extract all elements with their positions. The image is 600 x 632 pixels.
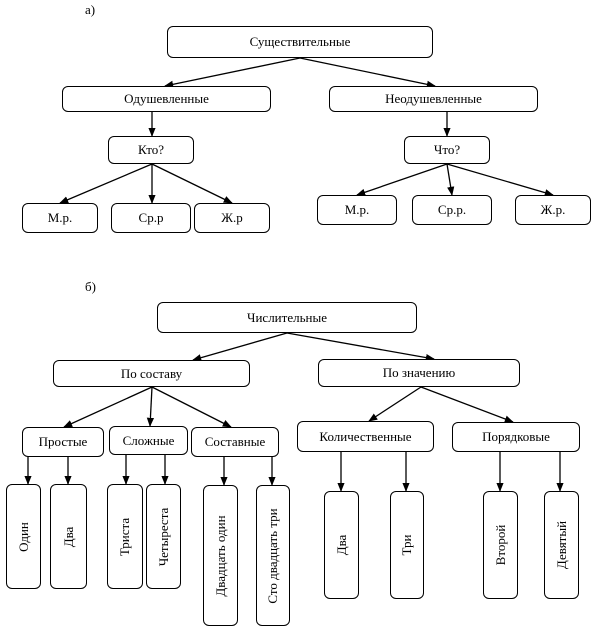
- node-animate-feminine: Ж.р: [194, 203, 270, 233]
- node-question-what: Что?: [404, 136, 490, 164]
- example-text: Двадцать один: [212, 514, 228, 597]
- example-text: Один: [15, 521, 31, 552]
- node-complex: Сложные: [109, 426, 188, 455]
- node-nouns: Существительные: [167, 26, 433, 58]
- example-dva: Два: [50, 484, 87, 589]
- node-numerals: Числительные: [157, 302, 417, 333]
- example-vtoroy: Второй: [483, 491, 518, 599]
- example-dvadtsat-odin: Двадцать один: [203, 485, 238, 626]
- node-animate-masculine: М.р.: [22, 203, 98, 233]
- node-by-meaning: По значению: [318, 359, 520, 387]
- example-text: Девятый: [553, 520, 569, 570]
- diagram-a-label: а): [85, 2, 96, 17]
- example-text: Триста: [117, 517, 132, 556]
- diagram-b-label: б): [85, 279, 96, 294]
- node-by-composition: По составу: [53, 360, 250, 387]
- example-sto-dvadtsat-tri: Сто двадцать три: [256, 485, 290, 626]
- node-simple: Простые: [22, 427, 104, 457]
- example-text: Сто двадцать три: [265, 507, 280, 604]
- example-odin: Один: [6, 484, 41, 589]
- example-tri: Три: [390, 491, 424, 599]
- node-inanimate-masculine: М.р.: [317, 195, 397, 225]
- node-compound: Составные: [191, 427, 279, 457]
- node-question-who: Кто?: [108, 136, 194, 164]
- node-animate: Одушевленные: [62, 86, 271, 112]
- example-text: Два: [60, 526, 76, 547]
- example-devyaty: Девятый: [544, 491, 579, 599]
- node-cardinal: Количественные: [297, 421, 434, 452]
- example-trista: Триста: [107, 484, 143, 589]
- node-inanimate-feminine: Ж.р.: [515, 195, 591, 225]
- node-inanimate: Неодушевленные: [329, 86, 538, 112]
- example-text: Два: [333, 534, 349, 556]
- example-text: Три: [399, 534, 414, 556]
- example-chetyresta: Четыреста: [146, 484, 181, 589]
- example-text: Четыреста: [155, 507, 171, 566]
- example-dva-cardinal: Два: [324, 491, 359, 599]
- example-text: Второй: [492, 524, 508, 566]
- node-animate-neuter: Ср.р: [111, 203, 191, 233]
- node-ordinal: Порядковые: [452, 422, 580, 452]
- node-inanimate-neuter: Ср.р.: [412, 195, 492, 225]
